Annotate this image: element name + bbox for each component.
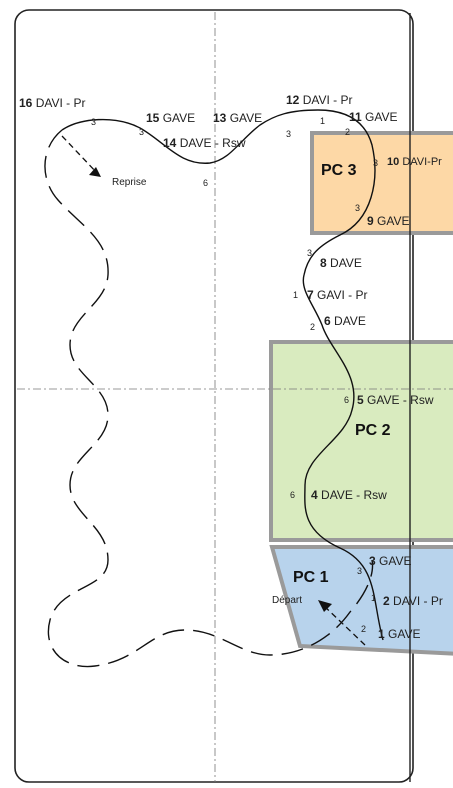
svg-text:12 DAVI - Pr: 12 DAVI - Pr [286,93,352,107]
figure-label: 9 GAVE [367,214,410,228]
figure-label: 13 GAVE [213,111,262,125]
figure-label: 8 DAVE [320,256,362,270]
svg-text:10 DAVI-Pr: 10 DAVI-Pr [387,156,442,168]
count-number: 3 [307,248,312,258]
count-number: 6 [290,490,295,500]
svg-text:15 GAVE: 15 GAVE [146,111,195,125]
count-number: 3 [357,566,362,576]
zone-pc3 [310,131,453,235]
svg-text:1 GAVE: 1 GAVE [378,627,421,641]
count-number: 1 [293,290,298,300]
figure-label: 11 GAVE [349,110,398,124]
svg-text:7 GAVI - Pr: 7 GAVI - Pr [307,288,367,302]
figure-label: 5 GAVE - Rsw [357,393,434,407]
resume-arrow-line [61,135,99,175]
svg-text:3 GAVE: 3 GAVE [369,554,412,568]
start-arrow-icon [318,600,332,612]
course-path-dashed [44,129,374,668]
svg-text:4 DAVE - Rsw: 4 DAVE - Rsw [311,488,387,502]
count-number: 6 [203,178,208,188]
count-number: 3 [286,129,291,139]
count-number: 2 [310,322,315,332]
svg-text:8 DAVE: 8 DAVE [320,256,362,270]
count-number: 1 [320,116,325,126]
figure-label: 1 GAVE [378,627,421,641]
count-number: 3 [373,158,378,168]
count-number: 3 [139,127,144,137]
figure-label: 12 DAVI - Pr [286,93,352,107]
count-number: 3 [91,117,96,127]
course-path-solid [61,109,384,641]
figure-label: 6 DAVE [324,314,366,328]
figure-label: 15 GAVE [146,111,195,125]
count-number: 1 [371,593,376,603]
figure-label: 10 DAVI-Pr [387,156,442,168]
start-marker-label: Départ [272,595,302,606]
zone-label-pc1: PC 1 [293,569,329,586]
figure-label: 2 DAVI - Pr [383,594,443,608]
svg-text:9 GAVE: 9 GAVE [367,214,410,228]
count-number: 3 [355,203,360,213]
svg-text:16 DAVI - Pr: 16 DAVI - Pr [19,96,85,110]
resume-marker-label: Reprise [112,177,147,188]
figure-label: 3 GAVE [369,554,412,568]
svg-text:2 DAVI - Pr: 2 DAVI - Pr [383,594,443,608]
figure-label: 16 DAVI - Pr [19,96,85,110]
svg-text:14 DAVE - Rsw: 14 DAVE - Rsw [163,136,246,150]
figure-label: 14 DAVE - Rsw [163,136,246,150]
count-number: 2 [345,127,350,137]
zone-pc1 [269,545,453,656]
zone-label-pc2: PC 2 [355,422,391,439]
count-number: 2 [361,624,366,634]
zone-pc2 [269,340,453,542]
zone-label-pc3: PC 3 [321,162,357,179]
figure-label: 4 DAVE - Rsw [311,488,387,502]
svg-text:11 GAVE: 11 GAVE [349,110,398,124]
svg-text:13 GAVE: 13 GAVE [213,111,262,125]
resume-arrow-icon [89,167,101,177]
svg-text:5 GAVE - Rsw: 5 GAVE - Rsw [357,393,434,407]
count-number: 6 [344,395,349,405]
figure-label: 7 GAVI - Pr [307,288,367,302]
svg-text:6 DAVE: 6 DAVE [324,314,366,328]
